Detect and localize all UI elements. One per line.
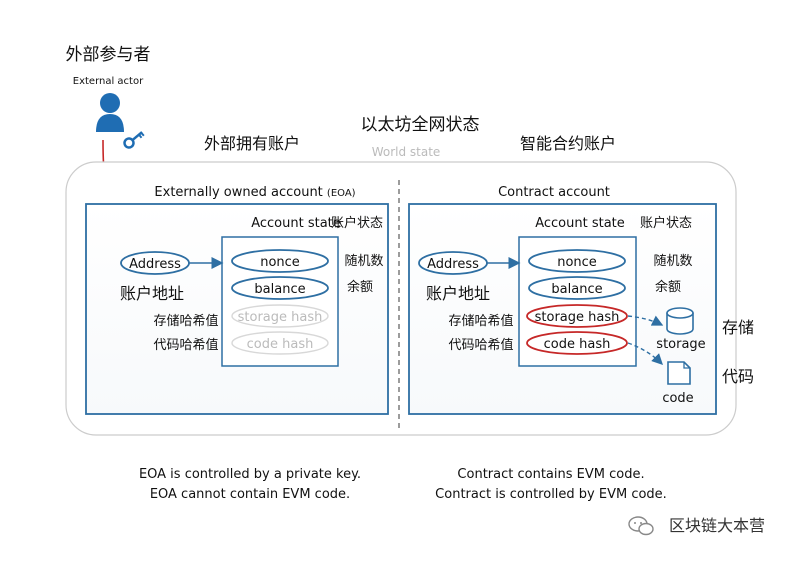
contract-storage-hash-ellipse: [526, 304, 628, 328]
contract-note-1: Contract contains EVM code.: [457, 467, 644, 482]
contract-code-hash-cn: 代码哈希值: [448, 337, 513, 353]
eoa-code-hash-ellipse: [231, 331, 329, 355]
eoa-storage-hash-label: storage hash: [238, 310, 323, 325]
storage-database-icon: [666, 307, 694, 335]
contract-title: Contract account: [498, 185, 610, 200]
contract-code-hash-label: code hash: [544, 337, 611, 352]
contract-note-2: Contract is controlled by EVM code.: [435, 487, 667, 502]
contract-state-title-cn: 账户状态: [640, 215, 692, 231]
actor-label-cn: 外部参与者: [66, 45, 151, 65]
person-icon: [96, 93, 124, 132]
storage-label: storage: [656, 337, 705, 352]
storage-link-arrow: [627, 315, 664, 326]
contract-storage-hash-cn: 存储哈希值: [448, 313, 513, 329]
contract-address-label: Address: [427, 257, 479, 272]
storage-label-cn: 存储: [722, 318, 754, 337]
key-icon: [123, 131, 145, 149]
eoa-nonce-ellipse: [231, 249, 329, 273]
contract-code-hash-ellipse: [526, 331, 628, 355]
contract-nonce-label: nonce: [557, 255, 597, 270]
eoa-nonce-label: nonce: [260, 255, 300, 270]
eoa-balance-cn: 余额: [347, 279, 373, 295]
eoa-balance-ellipse: [231, 276, 329, 300]
contract-address-cn: 账户地址: [426, 284, 490, 303]
eoa-balance-label: balance: [254, 282, 305, 297]
eoa-nonce-cn: 随机数: [344, 254, 383, 269]
code-link-arrow: [627, 342, 663, 365]
eoa-state-title: Account state: [251, 216, 341, 231]
contract-heading-cn: 智能合约账户: [520, 134, 616, 153]
eoa-code-hash-label: code hash: [247, 337, 314, 352]
eoa-heading-cn: 外部拥有账户: [204, 134, 300, 153]
eoa-storage-hash-cn: 存储哈希值: [153, 313, 218, 329]
code-label-cn: 代码: [722, 367, 754, 386]
eoa-note-2: EOA cannot contain EVM code.: [150, 487, 350, 502]
contract-balance-label: balance: [551, 282, 602, 297]
code-document-icon: [667, 361, 691, 385]
actor-label-en: External actor: [73, 76, 144, 87]
eoa-code-hash-cn: 代码哈希值: [153, 337, 218, 353]
eoa-address-label: Address: [129, 257, 181, 272]
contract-storage-hash-label: storage hash: [535, 310, 620, 325]
contract-nonce-cn: 随机数: [653, 254, 692, 269]
eoa-address-cn: 账户地址: [120, 284, 184, 303]
eoa-state-title-cn: 账户状态: [331, 215, 383, 231]
contract-state-title: Account state: [535, 216, 625, 231]
world-state-title-en: World state: [372, 145, 441, 159]
wechat-icon: [628, 516, 654, 536]
watermark-label: 区块链大本营: [669, 516, 765, 535]
eoa-note-1: EOA is controlled by a private key.: [139, 467, 361, 482]
eoa-storage-hash-ellipse: [231, 304, 329, 328]
contract-balance-ellipse: [528, 276, 626, 300]
contract-nonce-ellipse: [528, 249, 626, 273]
eoa-title: Externally owned account (EOA): [154, 185, 355, 200]
contract-balance-cn: 余额: [655, 279, 681, 295]
code-label: code: [662, 391, 693, 406]
world-state-title-cn: 以太坊全网状态: [361, 115, 480, 135]
